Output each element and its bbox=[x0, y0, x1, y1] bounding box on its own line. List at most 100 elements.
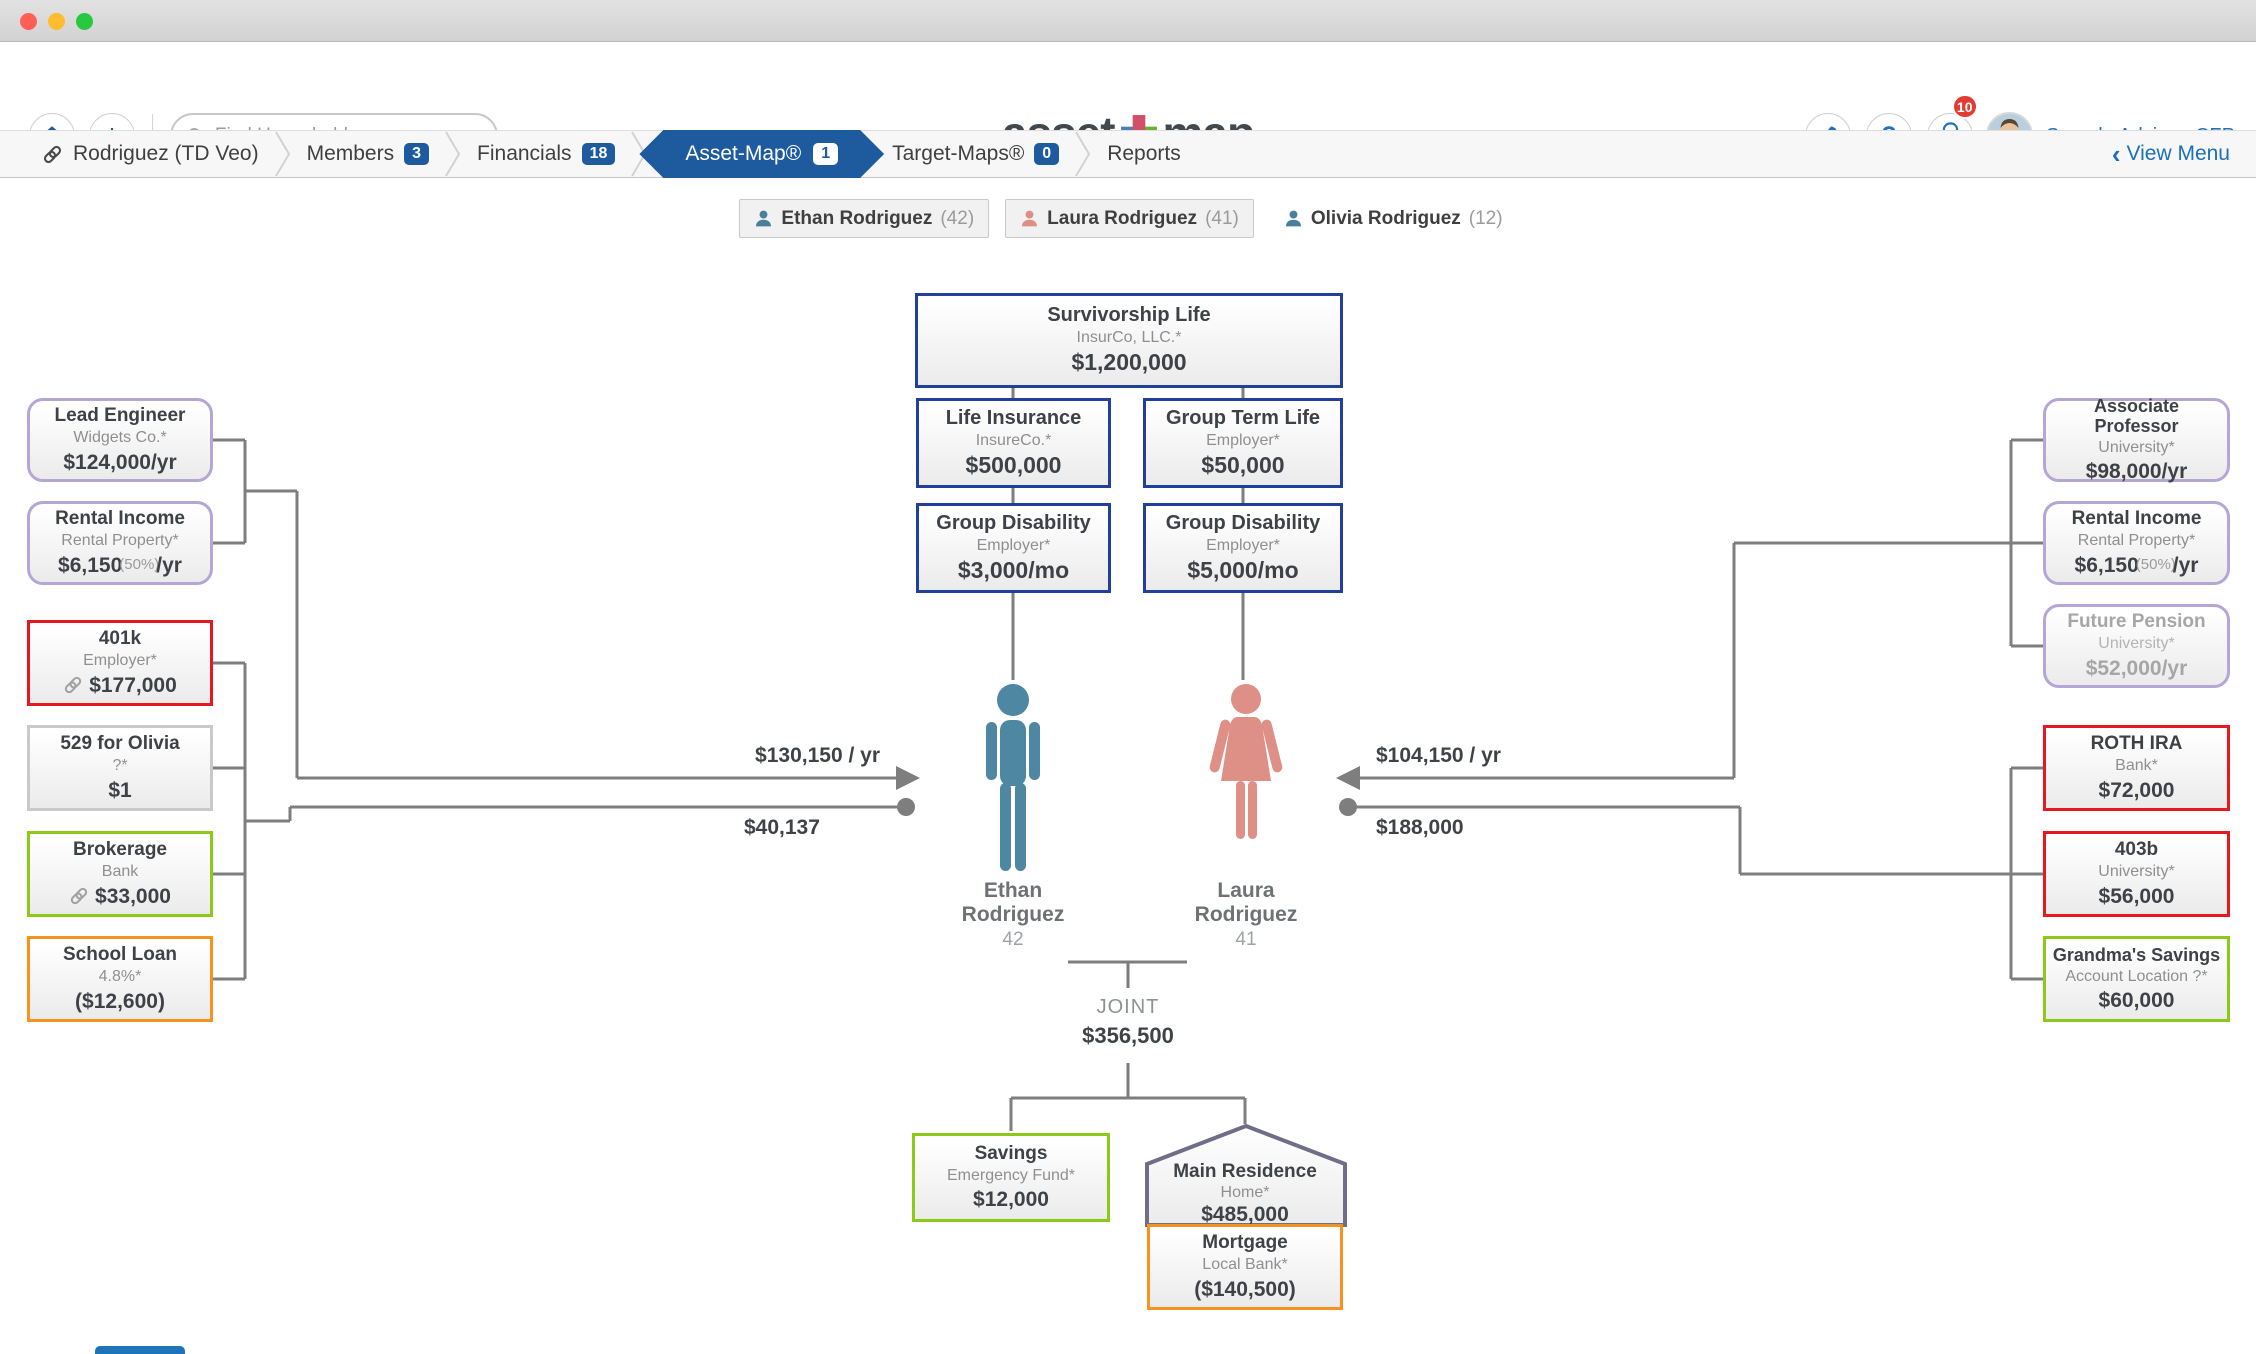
nav-household-label: Rodriguez (TD Veo) bbox=[73, 142, 259, 165]
flow-laura-assets-label: $188,000 bbox=[1376, 816, 1464, 839]
card-group-term-life[interactable]: Group Term Life Employer* $50,000 bbox=[1143, 398, 1343, 488]
target-maps-count-badge: 0 bbox=[1034, 143, 1060, 165]
card-associate-professor[interactable]: Associate Professor University* $98,000/… bbox=[2043, 396, 2230, 484]
card-401k[interactable]: 401k Employer* $177,000 bbox=[27, 620, 213, 706]
card-subtitle: ?* bbox=[112, 757, 128, 775]
last-name: Rodriguez bbox=[1194, 903, 1298, 927]
card-value: $98,000/yr bbox=[2085, 460, 2188, 484]
card-subtitle: InsureCo.* bbox=[975, 431, 1052, 449]
tab-reports-label: Reports bbox=[1107, 142, 1181, 165]
card-value: $177,000 bbox=[63, 673, 177, 698]
joint-value: $356,500 bbox=[1082, 1023, 1174, 1048]
card-school-loan[interactable]: School Loan 4.8%* ($12,600) bbox=[27, 936, 213, 1022]
joint-label: JOINT bbox=[1096, 996, 1160, 1018]
card-value-negative: ($12,600) bbox=[75, 989, 165, 1013]
maximize-button[interactable] bbox=[76, 13, 93, 30]
card-value: $5,000/mo bbox=[1187, 556, 1299, 583]
card-title: 403b bbox=[2114, 839, 2159, 861]
card-title: Life Insurance bbox=[945, 406, 1082, 429]
card-title: Future Pension bbox=[2067, 611, 2206, 633]
tab-members-label: Members bbox=[306, 142, 395, 165]
card-grandmas-savings[interactable]: Grandma's Savings Account Location ?* $6… bbox=[2043, 936, 2230, 1022]
card-title: Brokerage bbox=[73, 839, 167, 861]
card-survivorship-life[interactable]: Survivorship Life InsurCo, LLC.* $1,200,… bbox=[915, 293, 1343, 388]
tab-reports[interactable]: Reports bbox=[1091, 131, 1197, 177]
tab-asset-map-label: Asset-Map® bbox=[685, 142, 802, 165]
card-403b[interactable]: 403b University* $56,000 bbox=[2043, 831, 2230, 917]
card-subtitle: University* bbox=[2098, 635, 2175, 653]
household-navbar: Rodriguez (TD Veo) Members 3 Financials … bbox=[0, 130, 2256, 178]
card-529-for-olivia[interactable]: 529 for Olivia ?* $1 bbox=[27, 725, 213, 811]
tab-target-maps[interactable]: Target-Maps® 0 bbox=[876, 131, 1075, 177]
view-menu-button[interactable]: ‹ View Menu bbox=[2111, 139, 2230, 169]
tab-financials[interactable]: Financials 18 bbox=[461, 131, 631, 177]
card-future-pension[interactable]: Future Pension University* $52,000/yr bbox=[2043, 604, 2230, 688]
card-group-disability-ethan[interactable]: Group Disability Employer* $3,000/mo bbox=[916, 503, 1111, 593]
card-savings[interactable]: Savings Emergency Fund* $12,000 bbox=[912, 1133, 1110, 1222]
card-value: $12,000 bbox=[973, 1188, 1049, 1212]
asset-map-count-badge: 1 bbox=[813, 143, 838, 165]
minimize-button[interactable] bbox=[48, 13, 65, 30]
card-subtitle: Rental Property* bbox=[61, 532, 179, 550]
card-main-residence[interactable]: Main Residence Home* $485,000 bbox=[1147, 1161, 1343, 1227]
nav-household[interactable]: Rodriguez (TD Veo) bbox=[26, 131, 275, 177]
bottom-left-partial-element[interactable] bbox=[95, 1346, 185, 1354]
tab-asset-map-active[interactable]: Asset-Map® 1 bbox=[639, 130, 884, 178]
member-age: (41) bbox=[1205, 207, 1239, 229]
card-subtitle: Employer* bbox=[1206, 431, 1280, 449]
nav-separator bbox=[274, 131, 291, 177]
member-age: (12) bbox=[1468, 207, 1503, 229]
card-subtitle: Employer* bbox=[83, 652, 157, 670]
ethan-figure-icon[interactable] bbox=[979, 683, 1047, 875]
card-value-negative: ($140,500) bbox=[1194, 1277, 1296, 1301]
card-title: Savings bbox=[974, 1142, 1048, 1164]
tab-members[interactable]: Members 3 bbox=[291, 131, 445, 177]
card-value: $33,000 bbox=[69, 884, 171, 909]
card-value: $1,200,000 bbox=[1071, 349, 1187, 376]
member-pill-olivia[interactable]: Olivia Rodriguez (12) bbox=[1270, 199, 1517, 238]
ethan-name: Ethan Rodriguez 42 bbox=[923, 879, 1103, 951]
member-name: Olivia Rodriguez bbox=[1310, 207, 1461, 229]
card-value: $50,000 bbox=[1201, 451, 1285, 478]
card-value: $60,000 bbox=[2098, 988, 2175, 1012]
card-value: $72,000 bbox=[2098, 778, 2175, 802]
card-lead-engineer[interactable]: Lead Engineer Widgets Co.* $124,000/yr bbox=[27, 398, 213, 482]
card-title: Mortgage bbox=[1202, 1232, 1288, 1254]
person-icon bbox=[756, 210, 772, 227]
member-pill-row: Ethan Rodriguez (42) Laura Rodriguez (41… bbox=[0, 199, 2256, 238]
card-group-disability-laura[interactable]: Group Disability Employer* $5,000/mo bbox=[1143, 503, 1343, 593]
close-button[interactable] bbox=[20, 13, 37, 30]
member-pill-ethan[interactable]: Ethan Rodriguez (42) bbox=[739, 199, 990, 238]
card-life-insurance[interactable]: Life Insurance InsureCo.* $500,000 bbox=[916, 398, 1111, 488]
card-title: Survivorship Life bbox=[1047, 304, 1211, 326]
card-brokerage[interactable]: Brokerage Bank $33,000 bbox=[27, 831, 213, 917]
laura-figure-icon[interactable] bbox=[1208, 683, 1284, 873]
member-pill-laura[interactable]: Laura Rodriguez (41) bbox=[1005, 199, 1254, 238]
arrowhead-left-icon bbox=[1336, 766, 1360, 790]
card-title: Rental Income bbox=[55, 508, 185, 530]
card-subtitle: Bank* bbox=[2115, 757, 2158, 775]
age: 41 bbox=[1235, 929, 1257, 951]
card-value: $6,150 (50%) /yr bbox=[2074, 553, 2199, 577]
card-subtitle: InsurCo, LLC.* bbox=[1076, 329, 1182, 346]
card-value: $124,000/yr bbox=[63, 450, 177, 474]
card-title: School Loan bbox=[63, 944, 177, 966]
card-roth-ira[interactable]: ROTH IRA Bank* $72,000 bbox=[2043, 725, 2230, 811]
titlebar bbox=[0, 0, 2256, 42]
card-rental-income-laura[interactable]: Rental Income Rental Property* $6,150 (5… bbox=[2043, 501, 2230, 585]
card-rental-income-ethan[interactable]: Rental Income Rental Property* $6,150 (5… bbox=[27, 501, 213, 585]
card-value: $1 bbox=[108, 778, 132, 802]
card-subtitle: Rental Property* bbox=[2077, 532, 2196, 550]
first-name: Ethan bbox=[983, 879, 1043, 902]
card-mortgage[interactable]: Mortgage Local Bank* ($140,500) bbox=[1147, 1224, 1343, 1310]
flow-ethan-assets-label: $40,137 bbox=[744, 816, 820, 839]
card-value: $52,000/yr bbox=[2085, 656, 2188, 680]
card-subtitle: Account Location ?* bbox=[2065, 967, 2208, 985]
card-value: $3,000/mo bbox=[957, 556, 1070, 583]
card-subtitle: Widgets Co.* bbox=[73, 429, 167, 447]
joint-node: JOINT $356,500 bbox=[1028, 996, 1228, 1049]
card-title: Lead Engineer bbox=[54, 405, 186, 427]
flow-laura-income-label: $104,150 / yr bbox=[1376, 744, 1501, 767]
flow-endpoint-dot bbox=[1339, 798, 1357, 816]
